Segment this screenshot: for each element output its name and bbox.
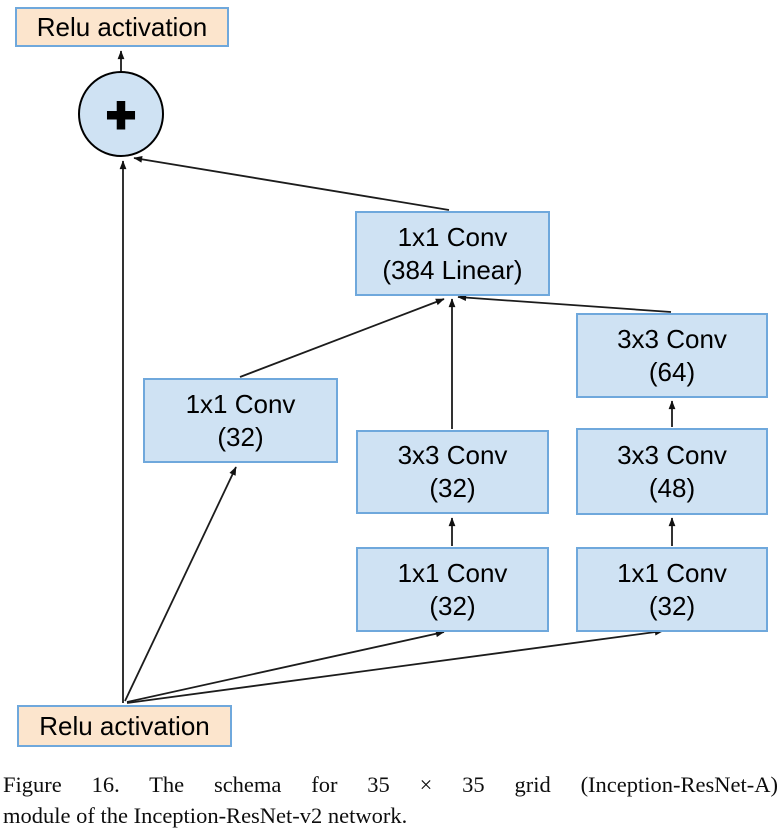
node-label-line1: 1x1 Conv (617, 557, 727, 588)
node-branch3-conv-1x1-32: 1x1 Conv (32) (576, 547, 768, 632)
node-branch3-conv-3x3-48: 3x3 Conv (48) (576, 428, 768, 515)
node-label-line2: (64) (648, 356, 696, 387)
node-label-line2: (32) (648, 590, 696, 621)
node-label-line2: (32) (429, 590, 476, 621)
node-label-line1: 1x1 Conv (397, 557, 508, 588)
node-label-line2: (384 Linear) (382, 254, 523, 285)
node-conv-1x1-384-linear: 1x1 Conv (384 Linear) (355, 211, 550, 296)
node-label-line1: 3x3 Conv (397, 440, 508, 470)
node-label-line2: (32) (217, 421, 264, 452)
edge-branch3-to-conv384 (457, 294, 672, 313)
node-branch3-conv-3x3-64: 3x3 Conv (64) (576, 313, 768, 398)
node-relu-bottom-label: Relu activation (39, 711, 210, 741)
sum-circle (78, 71, 164, 157)
node-relu-top-label: Relu activation (36, 12, 208, 42)
figure-caption-line1: Figure 16. The schema for 35 × 35 grid (… (3, 772, 778, 797)
node-label-line1: 3x3 Conv (617, 323, 727, 354)
node-branch2-conv-3x3-32: 3x3 Conv (32) (356, 430, 549, 514)
node-label-line1: 3x3 Conv (617, 439, 727, 470)
edge-conv384-to-sum (133, 155, 450, 211)
node-relu-activation-bottom: Relu activation (17, 705, 232, 747)
plus-icon: + (106, 87, 135, 143)
node-label-line2: (48) (648, 472, 696, 503)
node-relu-activation-top: Relu activation (15, 7, 229, 47)
edge-branch1-to-conv384 (239, 298, 445, 378)
node-branch1-conv-1x1-32: 1x1 Conv (32) (143, 378, 338, 463)
figure-caption-line2: module of the Inception-ResNet-v2 networ… (3, 803, 408, 828)
edge-input-to-branch3 (126, 628, 664, 704)
diagram-edges: + (78, 50, 676, 704)
node-label-line2: (32) (429, 473, 476, 503)
node-label-line1: 1x1 Conv (397, 221, 508, 252)
edge-input-to-branch1 (124, 466, 237, 702)
node-label-line1: 1x1 Conv (185, 388, 296, 419)
node-branch2-conv-1x1-32: 1x1 Conv (32) (356, 547, 549, 632)
figure-caption: Figure 16. The schema for 35 × 35 grid (… (3, 769, 778, 831)
edge-input-to-branch2 (126, 630, 445, 703)
